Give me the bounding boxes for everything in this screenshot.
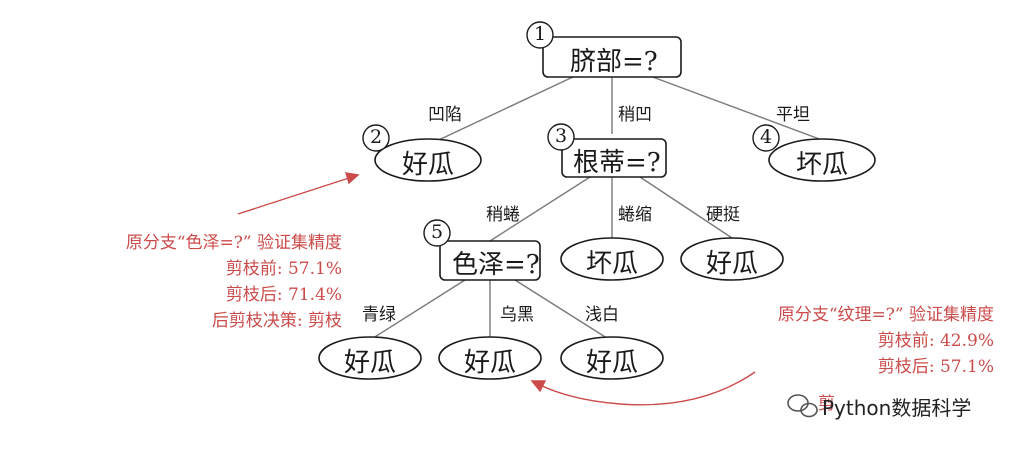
node-number-circle-5 xyxy=(423,219,451,247)
node-number-5: 5 xyxy=(431,221,444,243)
edge-label-black: 乌黑 xyxy=(500,305,534,325)
node-number-3: 3 xyxy=(555,125,568,147)
edge-label-stiff: 硬挺 xyxy=(706,205,740,225)
leaf-label-4: 坏瓜 xyxy=(796,150,849,180)
leaf-label-8: 好瓜 xyxy=(344,348,397,378)
node-number-circle-1 xyxy=(526,21,554,49)
node-number-2: 2 xyxy=(370,126,383,148)
annotation-left-title: 原分支“色泽=?” 验证集精度 xyxy=(125,233,342,253)
leaf-label-10: 好瓜 xyxy=(586,348,639,378)
arrow-left-head xyxy=(345,172,360,185)
node-label-navel: 脐部=? xyxy=(570,47,658,77)
edge-1-4 xyxy=(649,75,823,141)
edge-label-slightly-curled: 稍蜷 xyxy=(486,205,520,225)
leaf-ellipse-8 xyxy=(318,336,422,380)
leaf-ellipse-6 xyxy=(560,237,664,281)
annotation-right-after: 剪枝后: 57.1% xyxy=(877,357,994,377)
wechat-icon xyxy=(787,394,818,418)
node-number-circle-3 xyxy=(547,123,575,151)
leaf-label-6: 坏瓜 xyxy=(586,249,639,279)
annotation-left: 原分支“色泽=?” 验证集精度 剪枝前: 57.1% 剪枝后: 71.4% 后剪… xyxy=(126,230,342,334)
edge-3-7 xyxy=(639,176,733,239)
edge-label-curled: 蜷缩 xyxy=(618,205,652,225)
edge-label-slightly-concave: 稍凹 xyxy=(618,105,652,125)
arrow-right-head xyxy=(530,380,547,393)
leaf-label-9: 好瓜 xyxy=(464,348,517,378)
edge-5-10 xyxy=(514,279,611,341)
leaf-ellipse-7 xyxy=(680,237,784,281)
node-number-4: 4 xyxy=(760,126,773,148)
edge-3-5 xyxy=(489,176,591,242)
edge-label-pale: 浅白 xyxy=(585,305,619,325)
annotation-left-before: 剪枝前: 57.1% xyxy=(225,259,342,279)
node-label-color: 色泽=? xyxy=(452,250,540,280)
edge-5-8 xyxy=(369,279,466,341)
leaf-label-7: 好瓜 xyxy=(706,249,759,279)
edge-1-2 xyxy=(427,75,576,146)
node-number-circle-4 xyxy=(752,124,780,152)
node-number-1: 1 xyxy=(534,23,547,45)
node-box-root xyxy=(561,138,667,178)
annotation-right: 原分支“纹理=?” 验证集精度 剪枝前: 42.9% 剪枝后: 57.1% xyxy=(778,302,994,380)
watermark: Python数据科学 xyxy=(822,396,972,420)
leaf-ellipse-9 xyxy=(438,336,542,380)
node-number-circle-2 xyxy=(362,124,390,152)
leaf-ellipse-4 xyxy=(768,138,876,182)
node-box-navel xyxy=(542,36,682,78)
edge-label-green: 青绿 xyxy=(362,305,396,325)
annotation-right-title: 原分支“纹理=?” 验证集精度 xyxy=(777,305,994,325)
annotation-right-decision: 剪 xyxy=(818,394,835,414)
edge-label-concave: 凹陷 xyxy=(428,105,462,125)
annotation-right-before: 剪枝前: 42.9% xyxy=(877,331,994,351)
leaf-ellipse-2 xyxy=(374,138,482,182)
leaf-ellipse-10 xyxy=(560,336,664,380)
node-box-color xyxy=(439,240,541,281)
annotation-left-decision: 后剪枝决策: 剪枝 xyxy=(211,311,342,331)
node-label-root: 根蒂=? xyxy=(573,148,661,178)
leaf-label-2: 好瓜 xyxy=(402,150,455,180)
annotation-left-after: 剪枝后: 71.4% xyxy=(225,285,342,305)
arrow-right-curve xyxy=(537,371,756,406)
arrow-left-line xyxy=(237,176,353,215)
edge-label-flat: 平坦 xyxy=(776,105,810,125)
